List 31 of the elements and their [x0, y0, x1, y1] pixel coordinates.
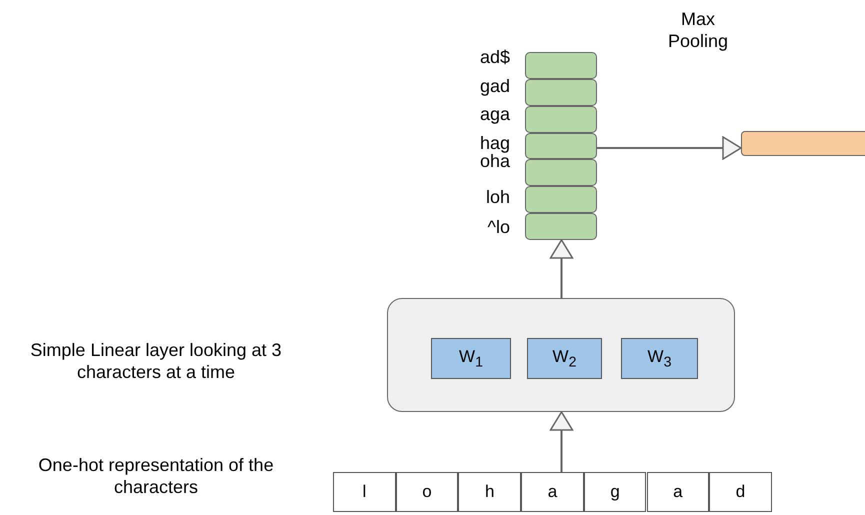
character-cell: d	[709, 472, 772, 512]
character-cell: a	[646, 472, 710, 512]
embedding-cell	[525, 159, 597, 186]
arrow	[597, 136, 742, 160]
character-cell: h	[458, 472, 522, 512]
weight-box: W$_{2}$	[527, 338, 602, 379]
character-cell: o	[396, 472, 458, 512]
embedding-cell	[525, 186, 597, 214]
trigram-label: loh	[484, 186, 510, 208]
embedding-cell	[525, 132, 597, 160]
embedding-cell	[525, 52, 597, 79]
trigram-label: aga	[478, 102, 510, 125]
trigram-label: ^lo	[486, 216, 510, 238]
trigram-label: gad	[478, 74, 510, 97]
character-cell: l	[333, 472, 396, 512]
embedding-cell	[525, 106, 597, 133]
linear-layer-box	[387, 298, 735, 412]
operation-label: Max Pooling	[666, 8, 730, 52]
trigram-label: hag	[478, 132, 510, 154]
embedding-cell	[525, 213, 597, 240]
embedding-cell	[525, 78, 597, 106]
character-cell: a	[521, 472, 584, 512]
note: One-hot representation of the characters	[37, 454, 275, 498]
weight-box: W$_{3}$	[621, 338, 698, 379]
arrow	[550, 239, 574, 298]
weight-box: W$_{1}$	[431, 338, 511, 379]
arrow	[550, 411, 574, 472]
note: Simple Linear layer looking at 3 characters at a time	[29, 339, 283, 383]
character-cell: g	[584, 472, 646, 512]
output-bar	[741, 131, 865, 156]
trigram-label: ad$	[478, 46, 510, 68]
